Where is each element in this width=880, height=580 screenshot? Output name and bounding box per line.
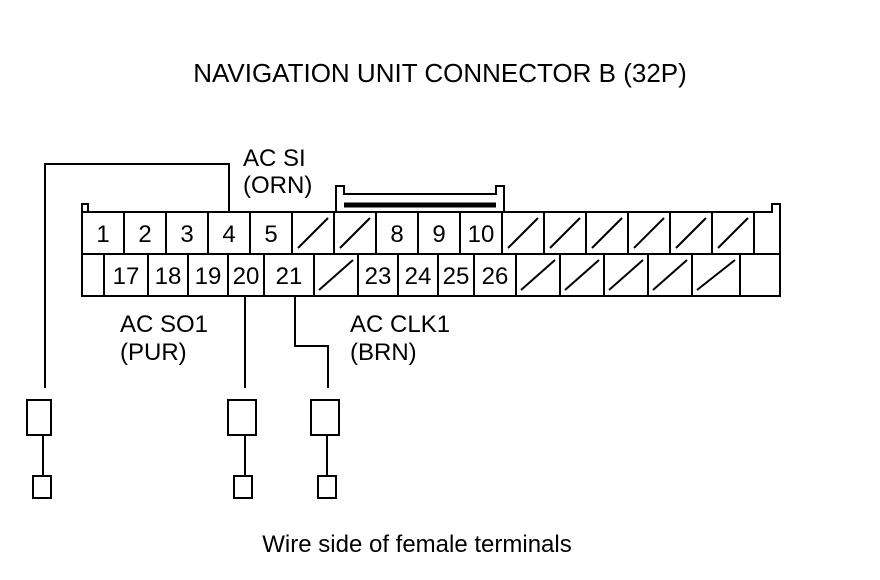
terminal-number: 17 [113, 263, 140, 290]
terminal-number: 8 [390, 221, 403, 248]
blank-cavity-slash [339, 217, 371, 249]
wire-label-ac-si-color: (ORN) [243, 172, 312, 199]
blank-cavity-slash [591, 217, 623, 249]
probe-ac-clk1 [310, 399, 340, 499]
terminal-19: 19 [187, 253, 229, 297]
wire-label-ac-clk1-signal: AC CLK1 [350, 311, 450, 338]
terminal-blank [543, 211, 587, 255]
terminal-18: 18 [147, 253, 189, 297]
terminal-blank [647, 253, 693, 297]
terminal-blank [515, 253, 561, 297]
terminal-number: 19 [195, 263, 222, 290]
blank-cavity-slash [652, 259, 688, 291]
terminal-20: 20 [227, 253, 265, 297]
terminal-number: 4 [222, 221, 235, 248]
wire-label-ac-clk1-color: (BRN) [350, 339, 417, 366]
terminal-number: 3 [180, 221, 193, 248]
blank-cavity-slash [608, 259, 644, 291]
probe-ac-so1 [227, 399, 257, 499]
terminal-blank [691, 253, 741, 297]
terminal-2: 2 [123, 211, 167, 255]
terminal-blank [291, 211, 335, 255]
terminal-blank [81, 253, 105, 297]
blank-cavity-slash [507, 217, 539, 249]
terminal-number: 10 [468, 221, 495, 248]
diagram-title: NAVIGATION UNIT CONNECTOR B (32P) [193, 58, 687, 88]
terminal-26: 26 [473, 253, 517, 297]
terminal-9: 9 [417, 211, 461, 255]
terminal-number: 5 [264, 221, 277, 248]
bottom-terminal-row: 17 18 19 20 21 23 24 25 26 [81, 253, 741, 297]
wire-label-ac-si-signal: AC SI [243, 145, 306, 172]
terminal-5: 5 [249, 211, 293, 255]
terminal-blank [501, 211, 545, 255]
footer-caption: Wire side of female terminals [262, 531, 571, 558]
blank-cavity-slash [318, 259, 354, 291]
terminal-blank [333, 211, 377, 255]
terminal-4: 4 [207, 211, 251, 255]
terminal-blank [585, 211, 629, 255]
terminal-24: 24 [397, 253, 439, 297]
blank-cavity-slash [549, 217, 581, 249]
terminal-number: 21 [276, 263, 303, 290]
terminal-blank [627, 211, 671, 255]
wire-ac-clk1 [294, 296, 329, 388]
terminal-8: 8 [375, 211, 419, 255]
top-terminal-row: 1 2 3 4 5 8 9 10 [81, 211, 755, 255]
probe-ac-si [26, 399, 52, 499]
terminal-10: 10 [459, 211, 503, 255]
terminal-number: 23 [365, 263, 392, 290]
terminal-21: 21 [263, 253, 315, 297]
terminal-blank [603, 253, 649, 297]
terminal-number: 24 [405, 263, 432, 290]
blank-cavity-slash [633, 217, 665, 249]
wire-label-ac-so1-signal: AC SO1 [120, 311, 208, 338]
blank-cavity-slash [520, 259, 556, 291]
terminal-blank [313, 253, 359, 297]
terminal-number: 1 [96, 221, 109, 248]
terminal-number: 2 [138, 221, 151, 248]
terminal-blank [559, 253, 605, 297]
terminal-1: 1 [81, 211, 125, 255]
blank-cavity-slash [564, 259, 600, 291]
wire-label-ac-so1-color: (PUR) [120, 339, 187, 366]
terminal-number: 26 [482, 263, 509, 290]
terminal-number: 9 [432, 221, 445, 248]
terminal-23: 23 [357, 253, 399, 297]
terminal-blank [669, 211, 713, 255]
terminal-25: 25 [437, 253, 475, 297]
terminal-number: 25 [443, 263, 470, 290]
terminal-17: 17 [103, 253, 149, 297]
blank-cavity-slash [717, 217, 749, 249]
blank-cavity-slash [696, 259, 736, 291]
blank-cavity-slash [297, 217, 329, 249]
wire-ac-si [44, 163, 230, 388]
terminal-number: 20 [233, 263, 260, 290]
blank-cavity-slash [675, 217, 707, 249]
terminal-3: 3 [165, 211, 209, 255]
terminal-blank [711, 211, 755, 255]
terminal-number: 18 [155, 263, 182, 290]
